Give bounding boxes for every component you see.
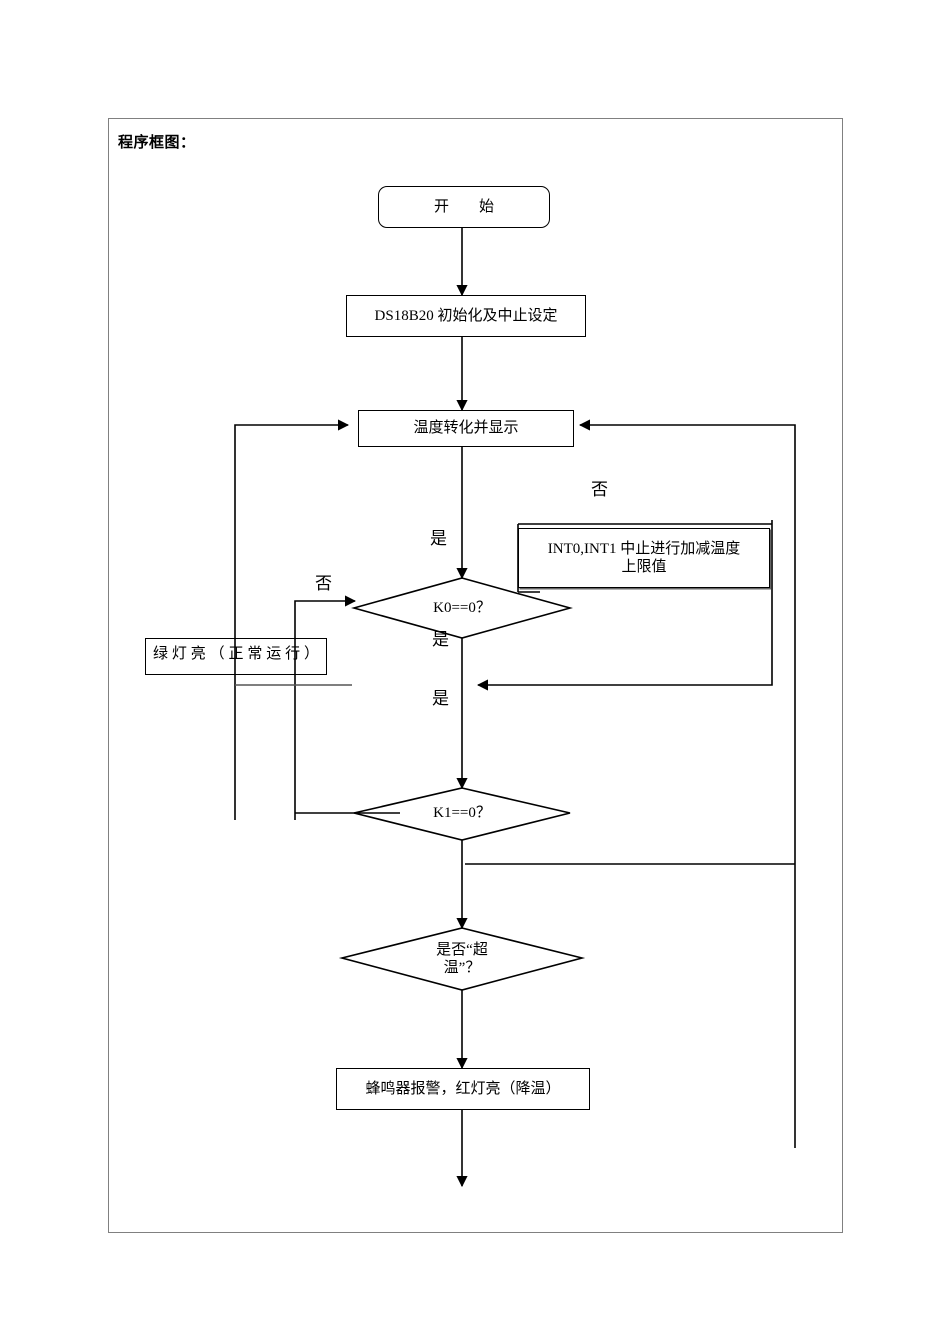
node-alarm[interactable]: 蜂鸣器报警，红灯亮（降温）: [336, 1068, 590, 1110]
edge-label-yes-k0-out: 是: [432, 630, 449, 649]
node-convert-display-label: 温度转化并显示: [413, 420, 519, 437]
node-green-light-label: 绿灯亮（正常运行）: [153, 646, 319, 662]
node-alarm-label: 蜂鸣器报警，红灯亮（降温）: [365, 1080, 561, 1097]
page-title: 程序框图：: [118, 133, 196, 151]
node-init-label: DS18B20 初始化及中止设定: [374, 307, 558, 324]
node-interrupt[interactable]: INT0,INT1 中止进行加减温度 上限值: [518, 528, 770, 588]
edge-label-no-top-right: 否: [591, 480, 608, 499]
node-convert-display[interactable]: 温度转化并显示: [358, 410, 574, 447]
node-interrupt-label: INT0,INT1 中止进行加减温度 上限值: [547, 540, 741, 575]
node-start[interactable]: 开 始: [378, 186, 550, 228]
edge-label-yes-top: 是: [430, 529, 447, 548]
node-start-label: 开 始: [433, 198, 494, 215]
page-border: [108, 118, 843, 1233]
node-green-light[interactable]: [145, 638, 327, 675]
node-init[interactable]: DS18B20 初始化及中止设定: [346, 295, 586, 337]
edge-label-yes-mid: 是: [432, 689, 449, 708]
edge-label-no-left-k0: 否: [315, 574, 332, 593]
